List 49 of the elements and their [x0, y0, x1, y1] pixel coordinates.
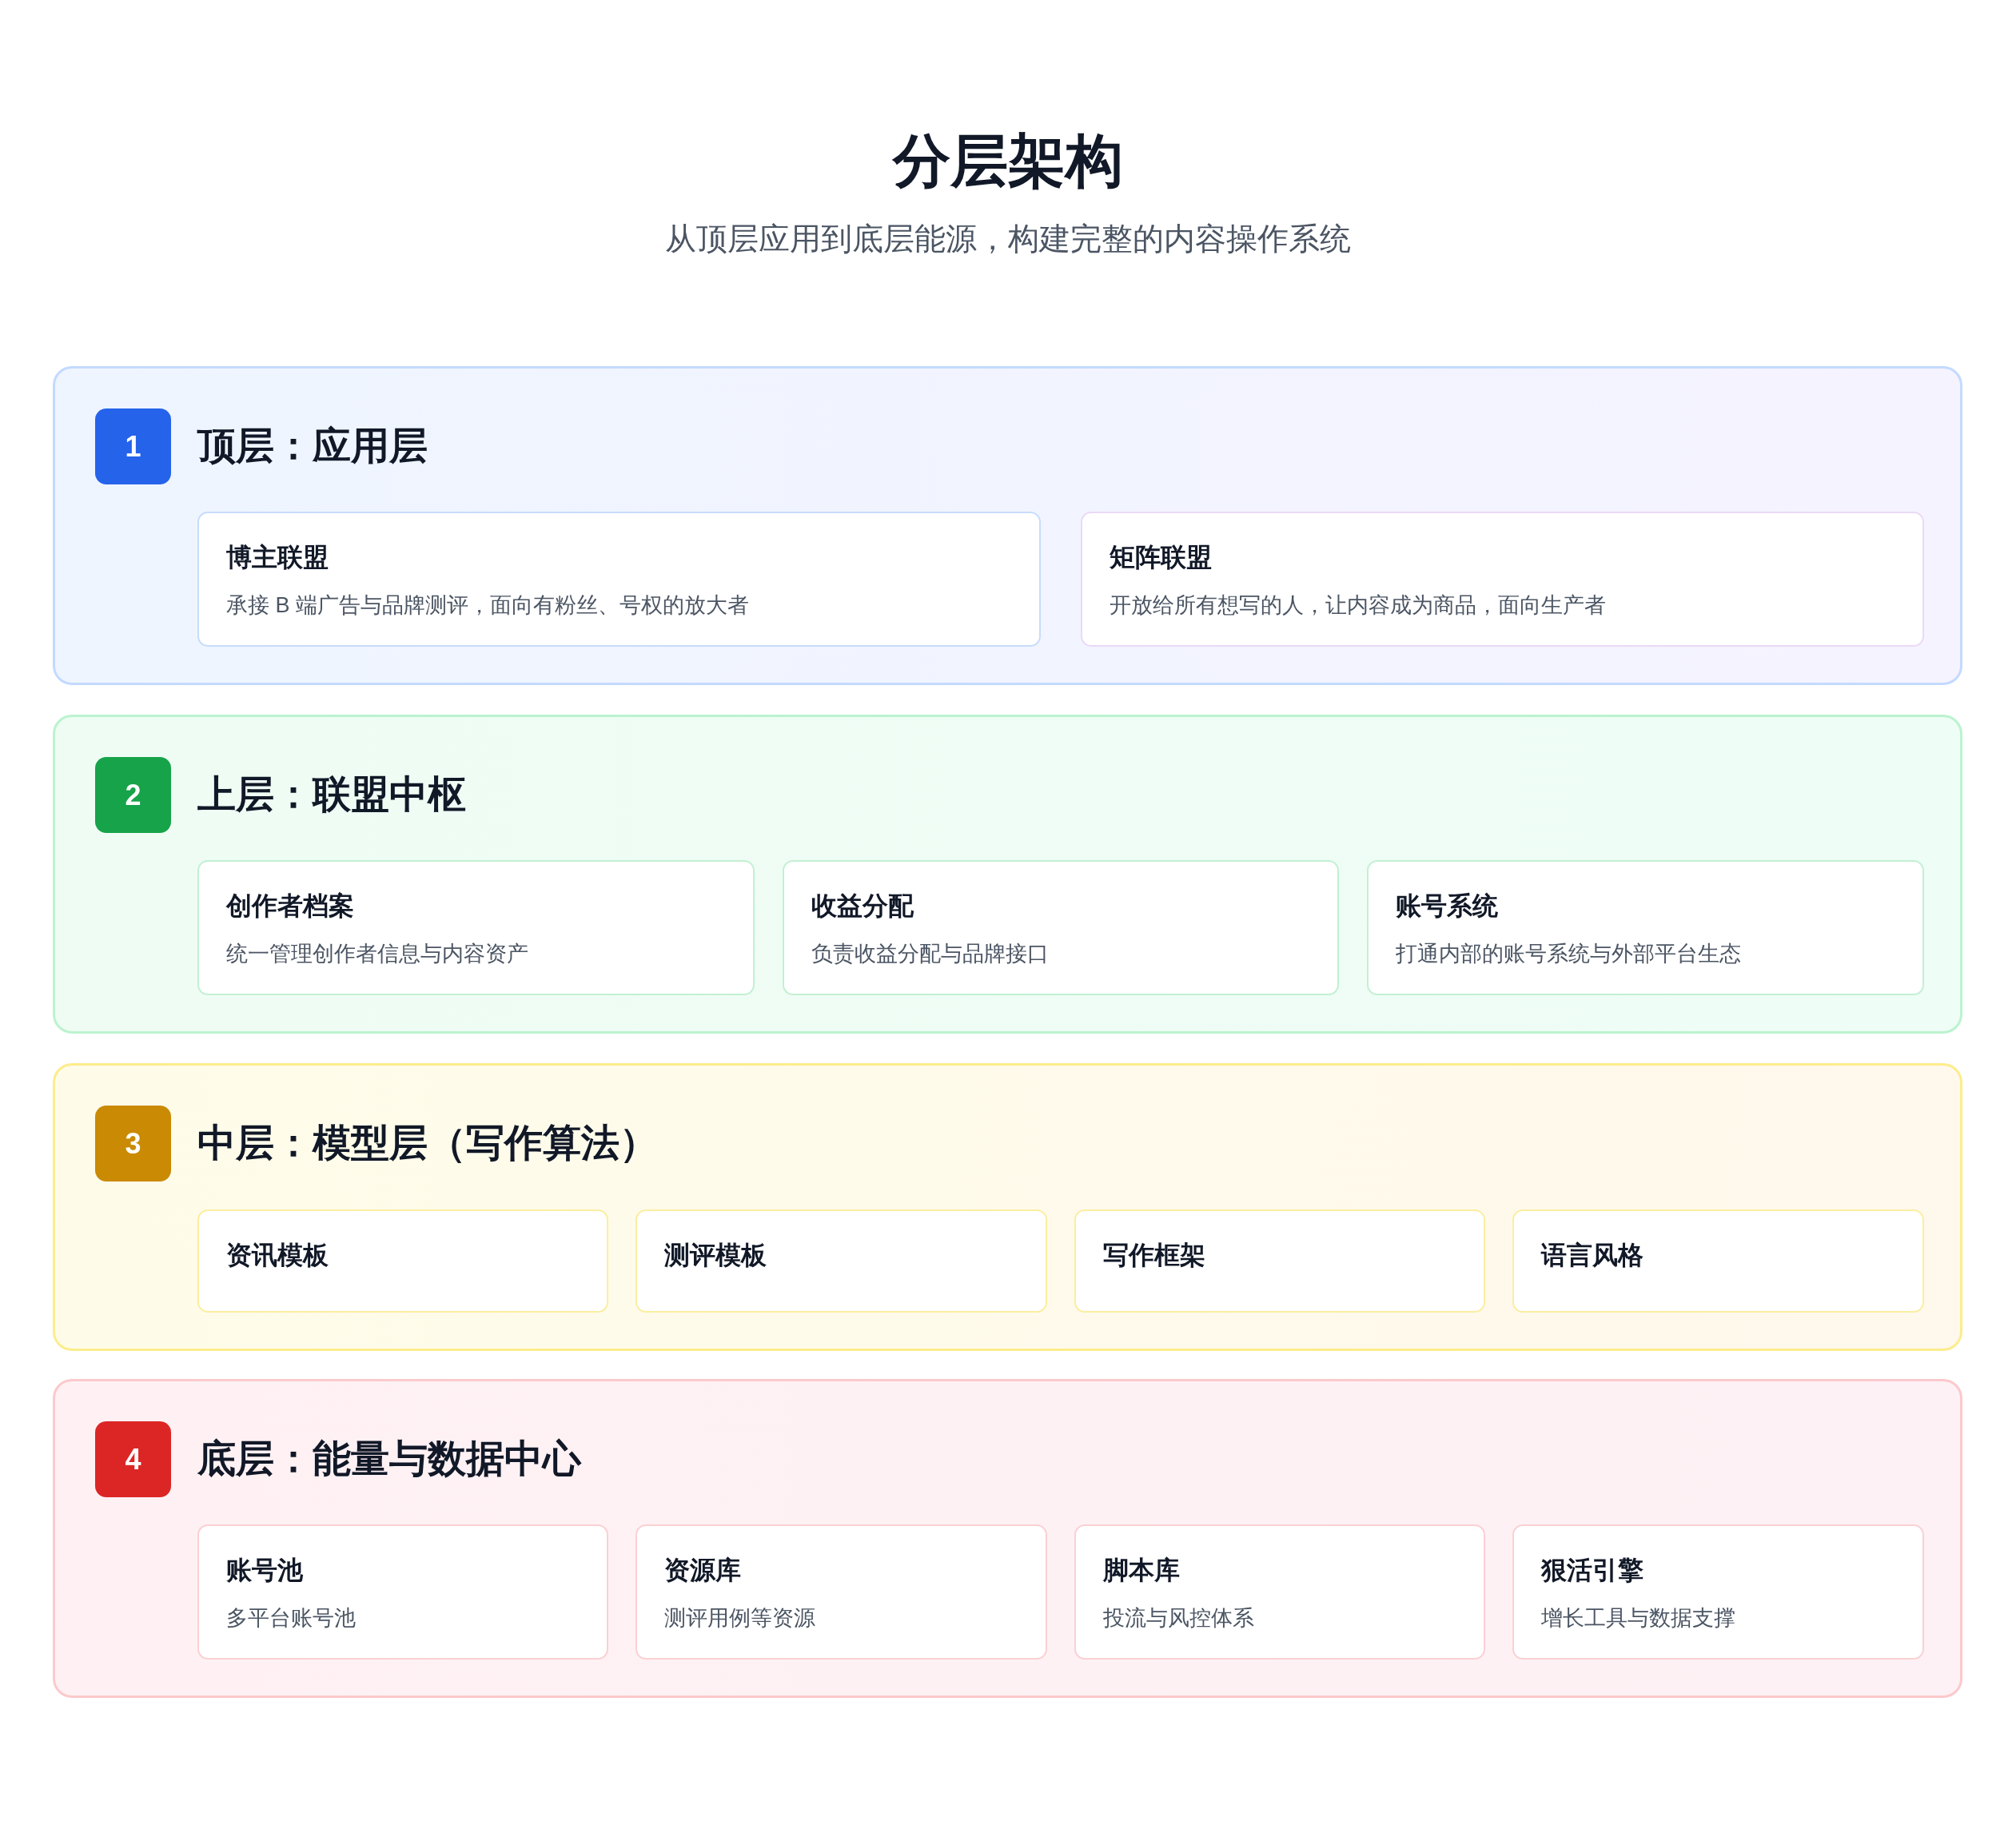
module-card: [197, 860, 755, 995]
card-description: 打通内部的账号系统与外部平台生态: [1396, 940, 1741, 967]
subtitle: 从顶层应用到底层能源，构建完整的内容操作系统: [665, 221, 1351, 257]
card-description: 多平台账号池: [226, 1604, 356, 1632]
module-card: [1512, 1524, 1924, 1660]
layer-title: 顶层：应用层: [197, 424, 428, 468]
card-heading: 矩阵联盟: [1110, 542, 1212, 573]
number-badge: 3: [95, 1106, 171, 1181]
card-heading: 账号池: [226, 1555, 303, 1586]
module-card: [197, 1209, 608, 1313]
card-heading: 狠活引擎: [1541, 1555, 1643, 1586]
module-card: [197, 1524, 608, 1660]
card-heading: 博主联盟: [226, 542, 329, 573]
layer-panel: [53, 1379, 1962, 1698]
module-card: [635, 1524, 1047, 1660]
card-heading: 测评模板: [664, 1240, 767, 1271]
card-heading: 写作框架: [1103, 1240, 1205, 1271]
layer-panel: [53, 366, 1962, 685]
card-heading: 创作者档案: [226, 891, 354, 922]
card-heading: 脚本库: [1103, 1555, 1180, 1586]
layer-title: 上层：联盟中枢: [197, 772, 466, 817]
card-description: 承接 B 端广告与品牌测评，面向有粉丝、号权的放大者: [226, 592, 749, 619]
card-description: 投流与风控体系: [1103, 1604, 1254, 1632]
number-badge: 4: [95, 1421, 171, 1497]
module-card: [1512, 1209, 1924, 1313]
layer-panel: [53, 715, 1962, 1034]
card-heading: 账号系统: [1396, 891, 1498, 922]
card-description: 开放给所有想写的人，让内容成为商品，面向生产者: [1110, 592, 1606, 619]
card-description: 统一管理创作者信息与内容资产: [226, 940, 528, 967]
card-heading: 收益分配: [811, 891, 914, 922]
card-description: 测评用例等资源: [664, 1604, 815, 1632]
number-badge: 1: [95, 408, 171, 484]
card-description: 增长工具与数据支撑: [1541, 1604, 1735, 1632]
module-card: [635, 1209, 1047, 1313]
diagram-title: 分层架构: [893, 128, 1123, 194]
layer-panel: [53, 1063, 1962, 1351]
card-heading: 资源库: [664, 1555, 741, 1586]
card-heading: 语言风格: [1541, 1240, 1643, 1271]
module-card: [1367, 860, 1924, 995]
card-heading: 资讯模板: [226, 1240, 329, 1271]
card-description: 负责收益分配与品牌接口: [811, 940, 1049, 967]
module-card: [1074, 1209, 1485, 1313]
module-card: [1074, 1524, 1485, 1660]
number-badge: 2: [95, 757, 171, 833]
layer-title: 中层：模型层（写作算法）: [197, 1121, 658, 1166]
layer-title: 底层：能量与数据中心: [197, 1437, 581, 1481]
module-card: [783, 860, 1339, 995]
module-card: [197, 512, 1041, 647]
module-card: [1081, 512, 1924, 647]
